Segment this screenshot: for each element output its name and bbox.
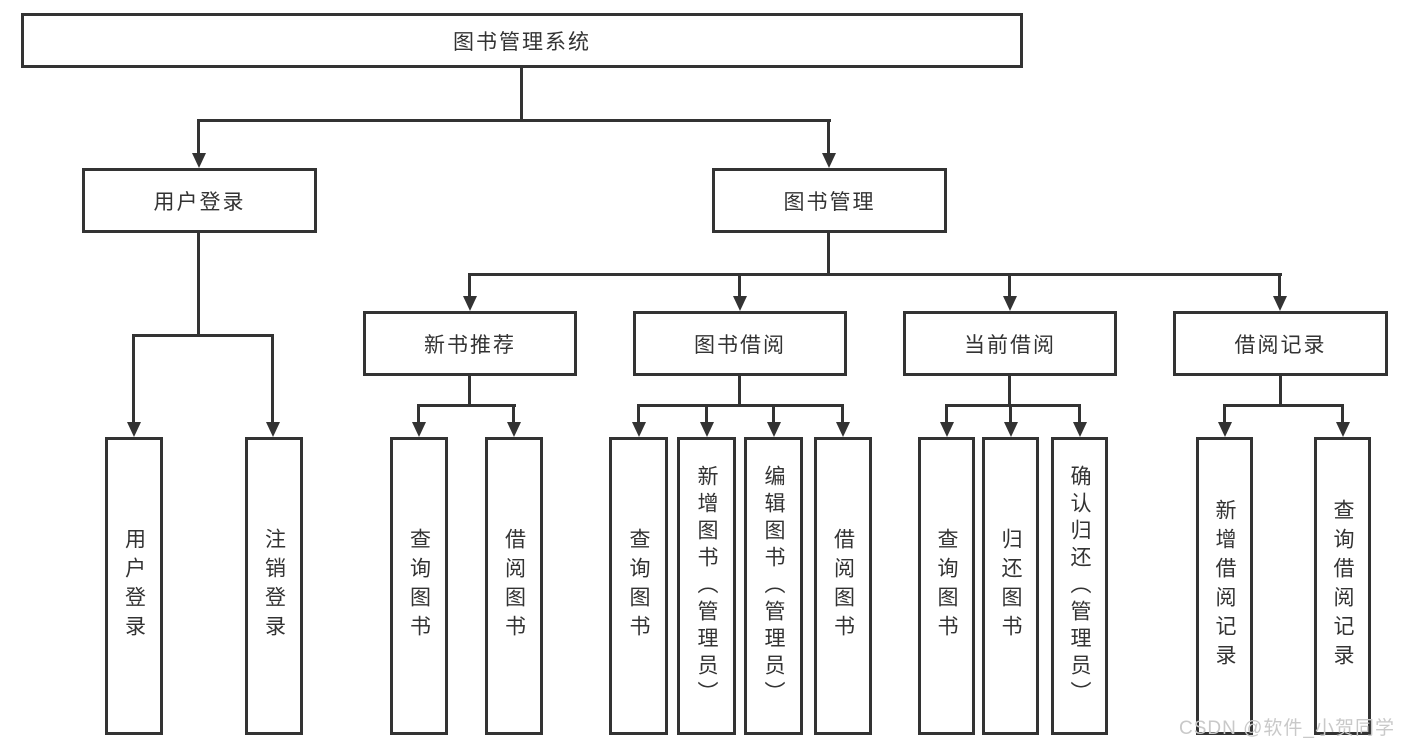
arrow-down-icon (192, 153, 206, 168)
connector-line (705, 404, 708, 424)
connector-line (1008, 374, 1011, 407)
node-new-book-recommend: 新书推荐 (363, 311, 577, 376)
arrow-down-icon (1273, 296, 1287, 311)
leaf-return-books-label: 归还图书 (999, 528, 1022, 644)
connector-line (271, 334, 274, 424)
connector-line (738, 273, 741, 297)
leaf-confirm-return-admin-label: 确认归还（管理员） (1068, 464, 1091, 708)
node-user-login: 用户登录 (82, 168, 317, 233)
arrow-down-icon (463, 296, 477, 311)
leaf-query-books-borrow-label: 查询图书 (627, 528, 650, 644)
leaf-query-books-current-label: 查询图书 (935, 528, 958, 644)
arrow-down-icon (836, 422, 850, 437)
leaf-user-login: 用户登录 (105, 437, 163, 735)
leaf-add-borrow-record: 新增借阅记录 (1196, 437, 1253, 735)
connector-line (1009, 404, 1012, 424)
leaf-confirm-return-admin: 确认归还（管理员） (1051, 437, 1108, 735)
leaf-user-login-label: 用户登录 (122, 528, 146, 644)
leaf-add-books-admin-label: 新增图书（管理员） (695, 464, 718, 708)
leaf-query-borrow-record-label: 查询借阅记录 (1331, 499, 1354, 673)
leaf-query-borrow-record: 查询借阅记录 (1314, 437, 1371, 735)
connector-line (841, 404, 844, 424)
node-current-borrow: 当前借阅 (903, 311, 1117, 376)
connector-line (520, 66, 523, 121)
connector-line (1078, 404, 1081, 424)
connector-line (637, 404, 844, 407)
leaf-add-borrow-record-label: 新增借阅记录 (1213, 499, 1236, 673)
node-current-borrow-label: 当前借阅 (964, 333, 1056, 357)
connector-line (945, 404, 1081, 407)
node-new-book-recommend-label: 新书推荐 (424, 333, 516, 357)
leaf-edit-books-admin: 编辑图书（管理员） (744, 437, 803, 735)
connector-line (417, 404, 420, 424)
leaf-borrow-books-recommend: 借阅图书 (485, 437, 543, 735)
connector-line (1341, 404, 1344, 424)
arrow-down-icon (412, 422, 426, 437)
connector-line (1223, 404, 1226, 424)
node-user-login-label: 用户登录 (153, 190, 246, 214)
arrow-down-icon (1004, 422, 1018, 437)
node-book-management: 图书管理 (712, 168, 947, 233)
connector-line (738, 374, 741, 407)
connector-line (132, 334, 135, 424)
arrow-down-icon (822, 153, 836, 168)
connector-line (945, 404, 948, 424)
connector-line (468, 273, 1282, 276)
node-root: 图书管理系统 (21, 13, 1023, 68)
connector-line (417, 404, 516, 407)
node-book-management-label: 图书管理 (783, 190, 876, 214)
leaf-edit-books-admin-label: 编辑图书（管理员） (762, 464, 785, 708)
arrow-down-icon (700, 422, 714, 437)
leaf-logout-label: 注销登录 (262, 528, 286, 644)
node-book-borrow-label: 图书借阅 (694, 333, 786, 357)
node-book-borrow: 图书借阅 (633, 311, 847, 376)
node-borrow-records: 借阅记录 (1173, 311, 1388, 376)
arrow-down-icon (1073, 422, 1087, 437)
connector-line (772, 404, 775, 424)
arrow-down-icon (127, 422, 141, 437)
connector-line (468, 374, 471, 407)
leaf-query-books-recommend: 查询图书 (390, 437, 448, 735)
arrow-down-icon (632, 422, 646, 437)
arrow-down-icon (507, 422, 521, 437)
connector-line (132, 334, 274, 337)
connector-line (197, 119, 831, 122)
watermark: CSDN @软件_小贺同学 (1179, 718, 1395, 739)
leaf-borrow-books-label: 借阅图书 (831, 528, 855, 644)
node-root-label: 图书管理系统 (453, 30, 591, 54)
leaf-logout: 注销登录 (245, 437, 303, 735)
arrow-down-icon (767, 422, 781, 437)
connector-line (827, 232, 830, 276)
arrow-down-icon (1003, 296, 1017, 311)
arrow-down-icon (1336, 422, 1350, 437)
connector-line (468, 273, 471, 297)
leaf-borrow-books-recommend-label: 借阅图书 (502, 528, 526, 644)
leaf-query-books-recommend-label: 查询图书 (407, 528, 431, 644)
connector-line (827, 119, 830, 155)
leaf-add-books-admin: 新增图书（管理员） (677, 437, 736, 735)
connector-line (1279, 374, 1282, 407)
connector-line (1008, 273, 1011, 297)
connector-line (197, 119, 200, 155)
leaf-query-books-borrow: 查询图书 (609, 437, 668, 735)
arrow-down-icon (266, 422, 280, 437)
connector-line (1278, 273, 1281, 297)
leaf-return-books: 归还图书 (982, 437, 1039, 735)
connector-line (1223, 404, 1344, 407)
arrow-down-icon (1218, 422, 1232, 437)
arrow-down-icon (733, 296, 747, 311)
connector-line (637, 404, 640, 424)
leaf-query-books-current: 查询图书 (918, 437, 975, 735)
arrow-down-icon (940, 422, 954, 437)
connector-line (197, 232, 200, 336)
node-borrow-records-label: 借阅记录 (1234, 333, 1327, 357)
leaf-borrow-books: 借阅图书 (814, 437, 872, 735)
connector-line (512, 404, 515, 424)
